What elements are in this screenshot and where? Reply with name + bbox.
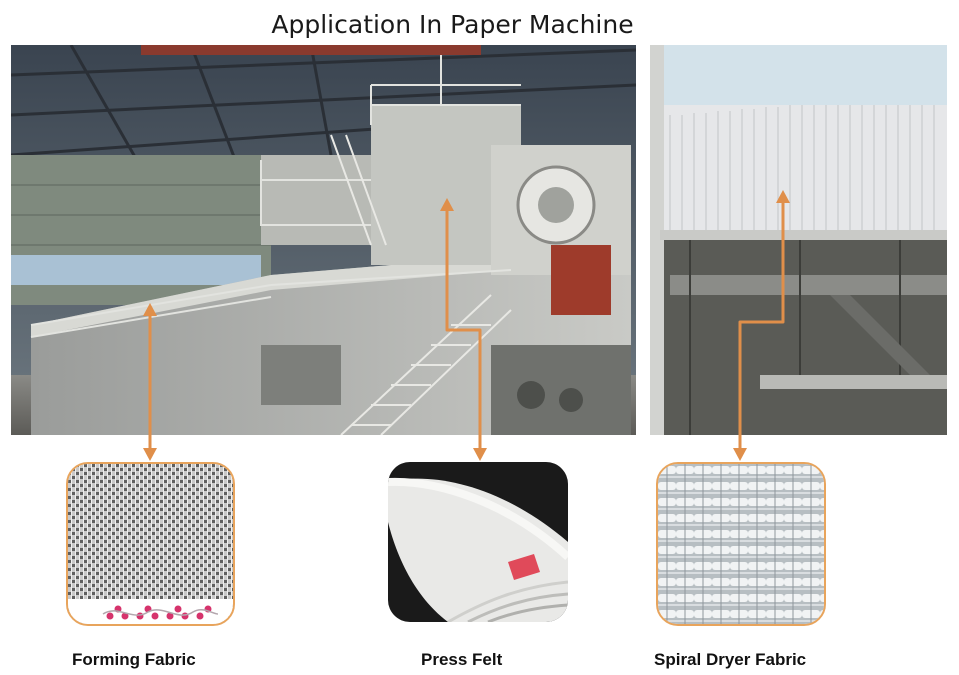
press-felt-label: Press Felt <box>421 650 503 669</box>
paper-machine-photo <box>11 45 636 435</box>
forming-fabric-label: Forming Fabric <box>72 650 196 669</box>
page-title: Application In Paper Machine <box>271 10 634 39</box>
press-felt-image <box>388 462 568 622</box>
spiral-dryer-fabric-label: Spiral Dryer Fabric <box>654 650 807 669</box>
double-headed-arrow-icon <box>733 448 747 461</box>
double-headed-arrow-icon <box>143 448 157 461</box>
dryer-section-photo <box>650 45 947 435</box>
spiral-dryer-fabric-image <box>656 462 826 626</box>
double-headed-arrow-icon <box>473 448 487 461</box>
forming-fabric-image <box>66 462 235 626</box>
